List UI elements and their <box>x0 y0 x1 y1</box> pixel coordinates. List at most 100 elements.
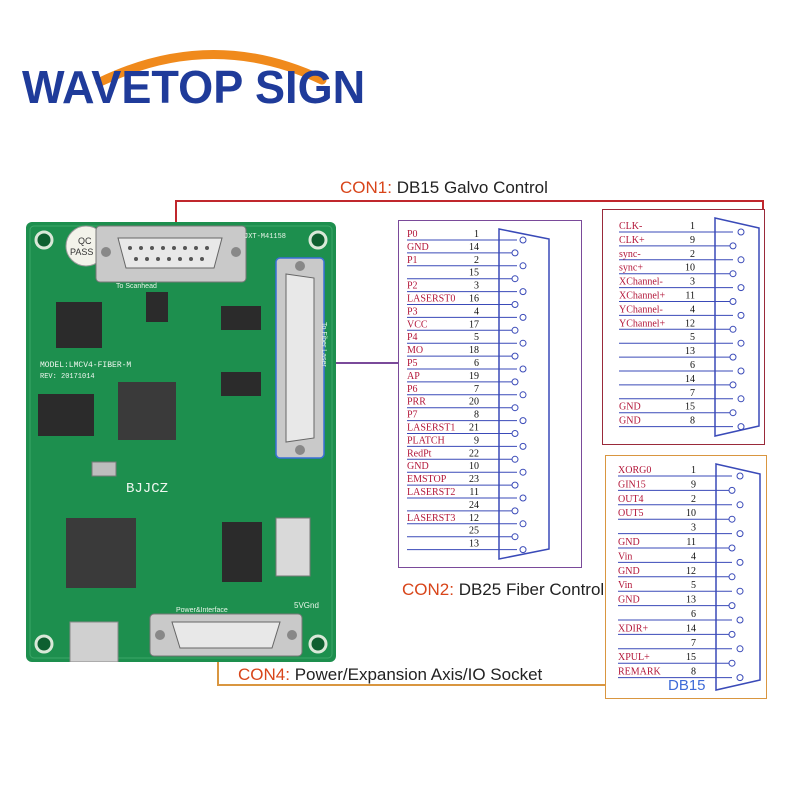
con1-bracket-line <box>175 200 762 202</box>
pin-name: P3 <box>407 306 418 317</box>
pass-label: PASS <box>70 247 93 257</box>
pin-number: 14 <box>685 374 695 385</box>
pin-number: 9 <box>691 479 696 490</box>
pin-socket-icon <box>736 530 744 538</box>
pin-name: EMSTOP <box>407 474 447 485</box>
logo-swoosh-icon <box>95 50 327 87</box>
pin-name: Vin <box>618 580 632 591</box>
pin-number: 5 <box>474 332 479 343</box>
con4-id: CON4: <box>238 665 290 684</box>
pin-socket-icon <box>511 481 519 489</box>
pin-name: OUT4 <box>618 494 644 505</box>
pin-number: 16 <box>469 294 479 305</box>
db15-label: DB15 <box>668 677 706 694</box>
mounting-hole-icon <box>34 230 328 654</box>
db15-scanhead-connector-icon <box>95 225 247 283</box>
pin-number: 2 <box>690 249 695 260</box>
pin-number: 13 <box>686 595 696 606</box>
pin-number: 9 <box>690 235 695 246</box>
pin-socket-icon <box>728 573 736 581</box>
pin-number: 7 <box>691 638 696 649</box>
pin-number: 5 <box>690 332 695 343</box>
pin-number: 1 <box>474 229 479 240</box>
con1-bracket-left <box>175 200 177 228</box>
pin-socket-icon <box>511 249 519 257</box>
pin-number: 23 <box>469 474 479 485</box>
con2-leader-line <box>320 362 400 364</box>
con2-id: CON2: <box>402 580 454 599</box>
pin-number: 14 <box>686 623 696 634</box>
pin-socket-icon <box>736 587 744 595</box>
pin-number: 15 <box>469 268 479 279</box>
pin-socket-icon <box>511 430 519 437</box>
pin-number: 11 <box>469 487 479 498</box>
pin-number: 8 <box>691 667 696 678</box>
usb-controller-chip-icon <box>66 518 136 588</box>
pin-socket-icon <box>728 486 736 494</box>
pin-socket-icon <box>519 520 527 528</box>
pin-number: 4 <box>474 306 479 317</box>
pin-socket-icon <box>519 313 527 321</box>
con1-bracket-right <box>762 200 764 212</box>
pin-socket-icon <box>519 546 527 554</box>
pin-number: 14 <box>469 242 479 253</box>
pin-number: 12 <box>686 566 696 577</box>
pin-name: P4 <box>407 332 418 343</box>
pin-name: REMARK <box>618 667 662 678</box>
connector-shell-icon <box>715 463 761 691</box>
pin-socket-icon <box>511 378 519 386</box>
pin-socket-icon <box>729 242 737 250</box>
pin-number: 8 <box>474 410 479 421</box>
pin-number: 18 <box>469 345 479 356</box>
pin-number: 19 <box>469 371 479 382</box>
pin-name: VCC <box>407 319 428 330</box>
pin-name: Vin <box>618 551 632 562</box>
pin-name: CLK- <box>619 221 642 232</box>
regulator-icon <box>275 517 311 577</box>
con2-desc: DB25 Fiber Control <box>453 580 605 599</box>
power-interface-label: Power&Interface <box>176 607 228 614</box>
pin-name: GIN15 <box>618 479 646 490</box>
galvo-db15-outline-icon: CLK-1CLK+9sync-2sync+10XChannel-3XChanne… <box>619 217 760 437</box>
pin-socket-icon <box>519 442 527 450</box>
pin-number: 21 <box>469 423 479 434</box>
pin-socket-icon <box>737 395 745 403</box>
pin-name: P7 <box>407 410 418 421</box>
pin-socket-icon <box>736 645 744 653</box>
pin-socket-icon <box>511 352 519 360</box>
pin-socket-icon <box>736 558 744 566</box>
memory-chip-icon <box>38 394 94 436</box>
pin-name: PLATCH <box>407 435 445 446</box>
pin-socket-icon <box>519 262 527 270</box>
connector-shell-icon <box>714 217 760 437</box>
pin-name: GND <box>619 402 641 413</box>
part-label: JXT-M41158 <box>244 233 286 241</box>
pin-number: 13 <box>469 539 479 550</box>
pin-socket-icon <box>737 339 745 347</box>
pin-socket-icon <box>729 270 737 278</box>
pin-name: YChannel+ <box>619 318 666 329</box>
pin-number: 6 <box>690 360 695 371</box>
pin-socket-icon <box>729 353 737 361</box>
pin-socket-icon <box>511 275 519 283</box>
pin-socket-icon <box>519 236 527 244</box>
pin-name: LASERST1 <box>407 423 455 434</box>
to-fiber-laser-label: To Fiber Laser <box>320 322 327 367</box>
db25-fiber-connector-icon <box>275 257 325 459</box>
pin-number: 15 <box>686 652 696 663</box>
pin-socket-icon <box>519 365 527 373</box>
con4-db15-connector-icon <box>149 613 303 657</box>
pin-name: sync- <box>619 249 641 260</box>
pin-number: 10 <box>469 461 479 472</box>
pin-number: 12 <box>685 318 695 329</box>
pin-number: 3 <box>691 523 696 534</box>
pin-name: GND <box>619 416 641 427</box>
pin-socket-icon <box>728 515 736 523</box>
pin-socket-icon <box>728 602 736 610</box>
pin-socket-icon <box>737 367 745 375</box>
to-scanhead-label: To Scanhead <box>116 283 157 290</box>
pin-number: 6 <box>474 358 479 369</box>
pin-number: 3 <box>474 281 479 292</box>
pin-socket-icon <box>736 616 744 624</box>
